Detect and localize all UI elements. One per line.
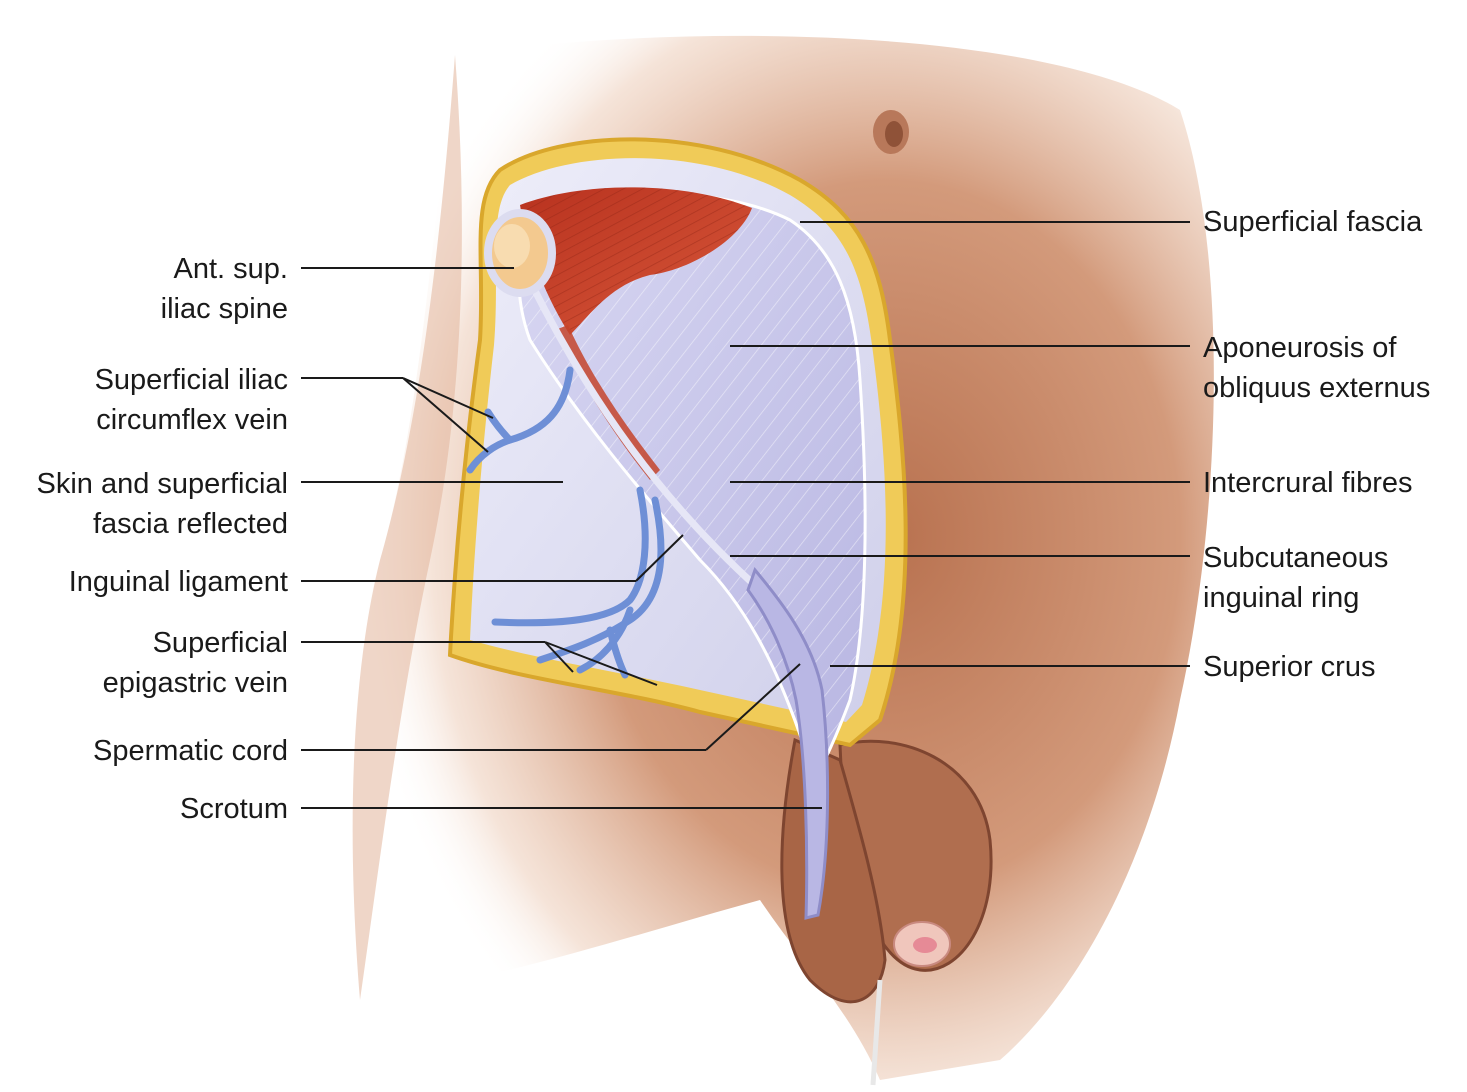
- label-scrotum: Scrotum: [180, 793, 288, 825]
- label-skin-and-superficial-fascia-reflected: Skin and superficial fascia reflected: [36, 468, 288, 540]
- label-spermatic-cord: Spermatic cord: [92, 735, 288, 767]
- label-inguinal-ligament: Inguinal ligament: [68, 566, 288, 598]
- label-superficial-epigastric-vein: Superficial epigastric vein: [102, 627, 288, 699]
- label-ant-sup-iliac-spine: Ant. sup. iliac spine: [160, 253, 288, 325]
- label-aponeurosis-of-obliquus-externus: Aponeurosis of obliquus externus: [1203, 332, 1431, 404]
- leader-lines: [301, 221, 1190, 809]
- flank-shadow: [352, 55, 462, 1000]
- drain-tube: [870, 979, 883, 1086]
- label-subcutaneous-inguinal-ring: Subcutaneous inguinal ring: [1203, 542, 1389, 614]
- label-superficial-iliac-circumflex-vein: Superficial iliac circumflex vein: [94, 364, 288, 436]
- muscle-strip: [555, 325, 660, 480]
- spermatic-cord-shape: [746, 567, 830, 920]
- label-intercrural-fibres: Intercrural fibres: [1203, 467, 1413, 499]
- veins: [466, 366, 665, 679]
- label-superior-crus: Superior crus: [1203, 651, 1376, 683]
- label-superficial-fascia: Superficial fascia: [1203, 206, 1423, 238]
